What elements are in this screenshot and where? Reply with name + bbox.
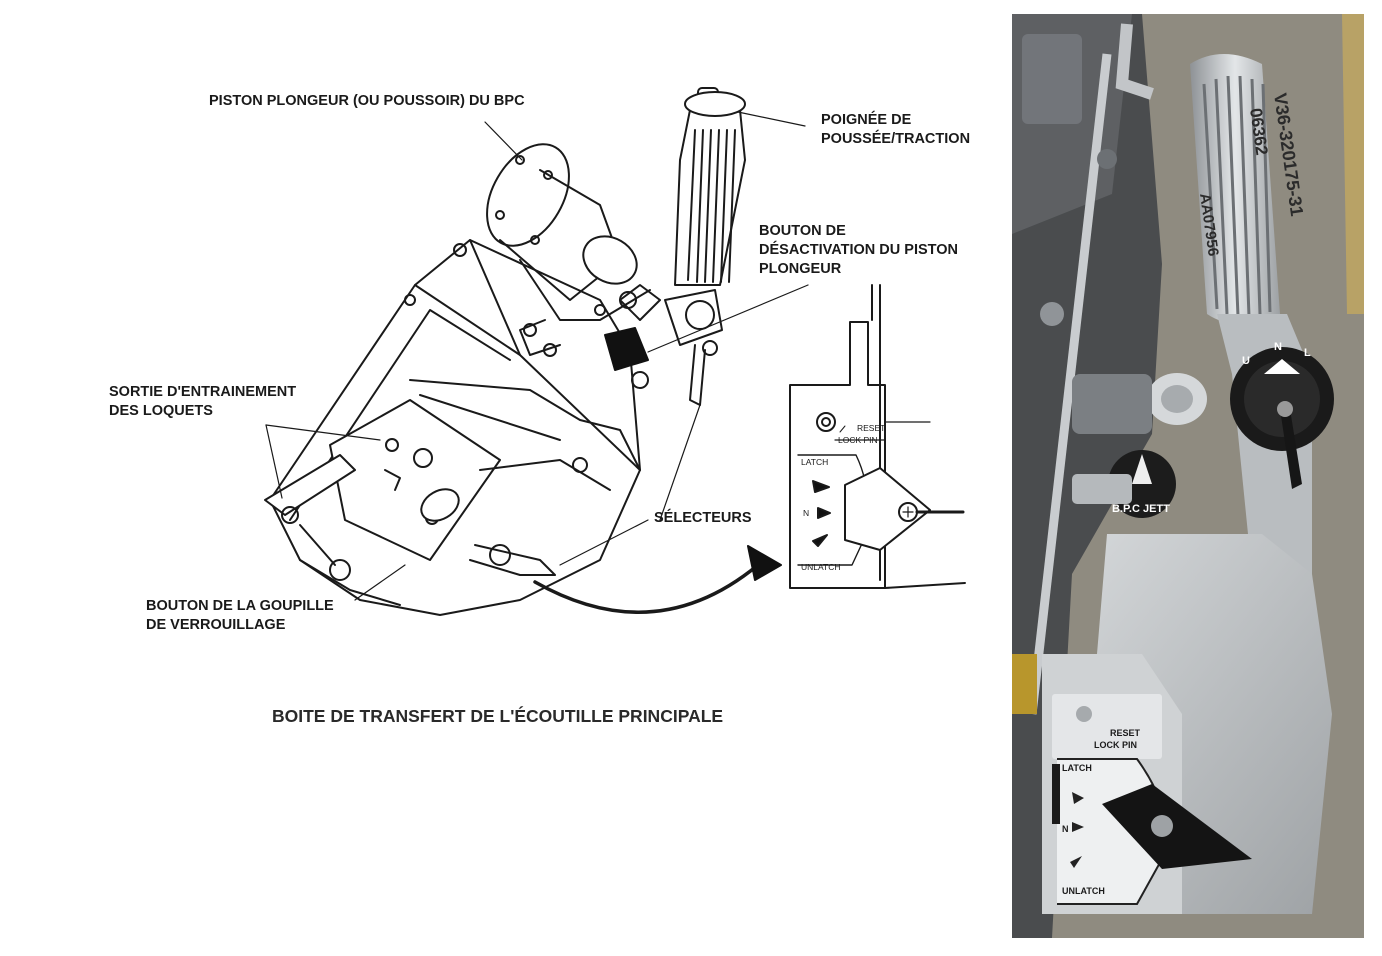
- inset-latch-label: LATCH: [801, 457, 828, 467]
- disable-knob-drawing: [604, 327, 649, 371]
- selector-plate-drawing: [329, 399, 501, 561]
- photo-linkage: [1022, 23, 1154, 715]
- label-handle-line1: POIGNÉE DE: [821, 112, 912, 128]
- linkage-drawing: [264, 379, 641, 581]
- selector-inset: [789, 284, 966, 589]
- photo-neutral-label: N: [1062, 824, 1069, 834]
- label-handle-line2: POUSSÉE/TRACTION: [821, 131, 971, 147]
- label-piston: PISTON PLONGEUR (OU POUSSOIR) DU BPC: [209, 93, 525, 109]
- leader-lines: [265, 111, 809, 601]
- photo-unlatch-label: UNLATCH: [1062, 886, 1105, 896]
- hardware-photo: V36-320175-31 06362 AA07956 B.P.C JETT U…: [1012, 14, 1364, 938]
- photo-bpc-label: B.P.C JETT: [1112, 503, 1170, 515]
- label-selectors: SÉLECTEURS: [654, 510, 752, 526]
- inset-lockpin-label: LOCK PIN: [838, 435, 878, 445]
- label-drive-line2: DES LOQUETS: [109, 403, 213, 419]
- photo-unl-dial: [1230, 347, 1334, 489]
- inset-neutral-label: N: [803, 508, 809, 518]
- photo-lockpin-label: LOCK PIN: [1094, 740, 1137, 750]
- label-disable-line1: BOUTON DE: [759, 223, 846, 239]
- figure-title: BOITE DE TRANSFERT DE L'ÉCOUTILLE PRINCI…: [272, 706, 724, 726]
- inset-reset-label: RESET: [857, 423, 885, 433]
- photo-reset-label: RESET: [1110, 728, 1141, 738]
- label-disable-line3: PLONGEUR: [759, 261, 842, 277]
- label-disable-line2: DÉSACTIVATION DU PISTON: [759, 242, 958, 258]
- housing-outline: [269, 239, 641, 616]
- photo-piston: [1072, 373, 1207, 518]
- label-lockpin-line2: DE VERROUILLAGE: [146, 617, 286, 633]
- photo-transfer-box: [1012, 534, 1332, 914]
- pointer-arrow: [533, 563, 760, 614]
- label-lockpin-line1: BOUTON DE LA GOUPILLE: [146, 598, 334, 614]
- push-pull-handle-drawing: [664, 87, 746, 406]
- photo-dial-l: L: [1304, 347, 1311, 359]
- photo-dial-u: U: [1242, 355, 1250, 367]
- transfer-box-drawing: RESET LOCK PIN LATCH N UNLATCH: [264, 87, 966, 616]
- piston-drawing: [486, 143, 661, 357]
- label-drive-line1: SORTIE D'ENTRAINEMENT: [109, 384, 297, 400]
- inset-unlatch-label: UNLATCH: [801, 562, 841, 572]
- photo-latch-label: LATCH: [1062, 763, 1092, 773]
- photo-dial-n: N: [1274, 341, 1282, 353]
